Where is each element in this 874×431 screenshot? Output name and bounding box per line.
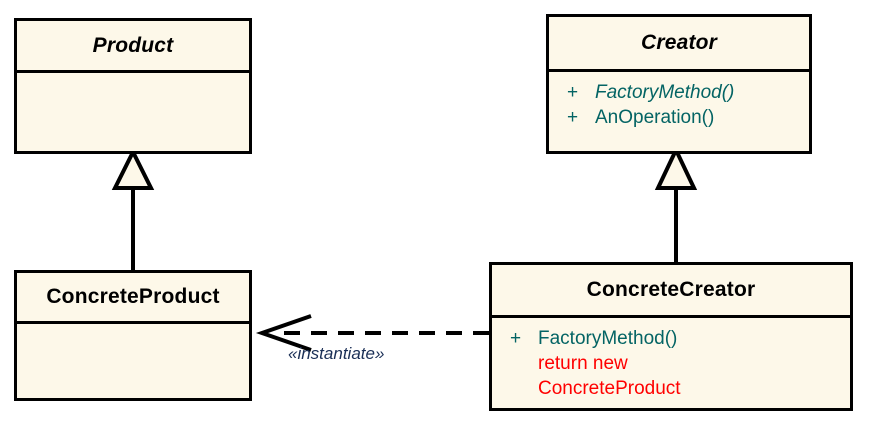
dependency-instantiate	[255, 314, 489, 352]
member-visibility: +	[567, 82, 579, 103]
class-header-concretecreator: ConcreteCreator	[492, 265, 850, 315]
member-note-row: ConcreteProduct	[492, 376, 850, 401]
member-row: + FactoryMethod()	[492, 326, 850, 351]
class-name-creator: Creator	[640, 31, 718, 54]
class-divider-concretecreator	[492, 315, 850, 318]
class-name-product: Product	[92, 33, 174, 57]
class-name-concretecreator: ConcreteCreator	[586, 278, 756, 301]
stereotype-label-instantiate: «instantiate»	[288, 344, 385, 363]
class-members-concreteproduct	[17, 324, 249, 398]
class-box-creator[interactable]: Creator + FactoryMethod() + AnOperation(…	[546, 14, 812, 154]
class-box-concretecreator[interactable]: ConcreteCreator + FactoryMethod() return…	[489, 262, 853, 411]
member-label: FactoryMethod()	[595, 82, 735, 103]
class-members-product	[17, 73, 249, 151]
member-note-label: return new	[538, 353, 628, 375]
member-row: + FactoryMethod()	[549, 80, 809, 105]
class-divider-product	[17, 70, 249, 73]
member-label: FactoryMethod()	[538, 328, 678, 349]
member-note-label: ConcreteProduct	[538, 378, 681, 400]
class-members-creator: + FactoryMethod() + AnOperation()	[549, 72, 809, 151]
class-box-concreteproduct[interactable]: ConcreteProduct	[14, 270, 252, 401]
class-divider-concreteproduct	[17, 321, 249, 324]
class-box-product[interactable]: Product	[14, 18, 252, 154]
member-visibility: +	[567, 107, 579, 129]
class-header-concreteproduct: ConcreteProduct	[17, 273, 249, 321]
class-header-product: Product	[17, 21, 249, 70]
member-visibility: +	[510, 328, 522, 349]
generalization-concreteproduct-to-product	[111, 147, 155, 270]
member-label: AnOperation()	[595, 107, 715, 129]
class-name-concreteproduct: ConcreteProduct	[46, 285, 220, 308]
generalization-concretecreator-to-creator	[654, 145, 698, 262]
class-divider-creator	[549, 69, 809, 72]
class-members-concretecreator: + FactoryMethod() return new ConcretePro…	[492, 318, 850, 408]
class-header-creator: Creator	[549, 17, 809, 69]
member-row: + AnOperation()	[549, 105, 809, 130]
member-note-row: return new	[492, 351, 850, 376]
